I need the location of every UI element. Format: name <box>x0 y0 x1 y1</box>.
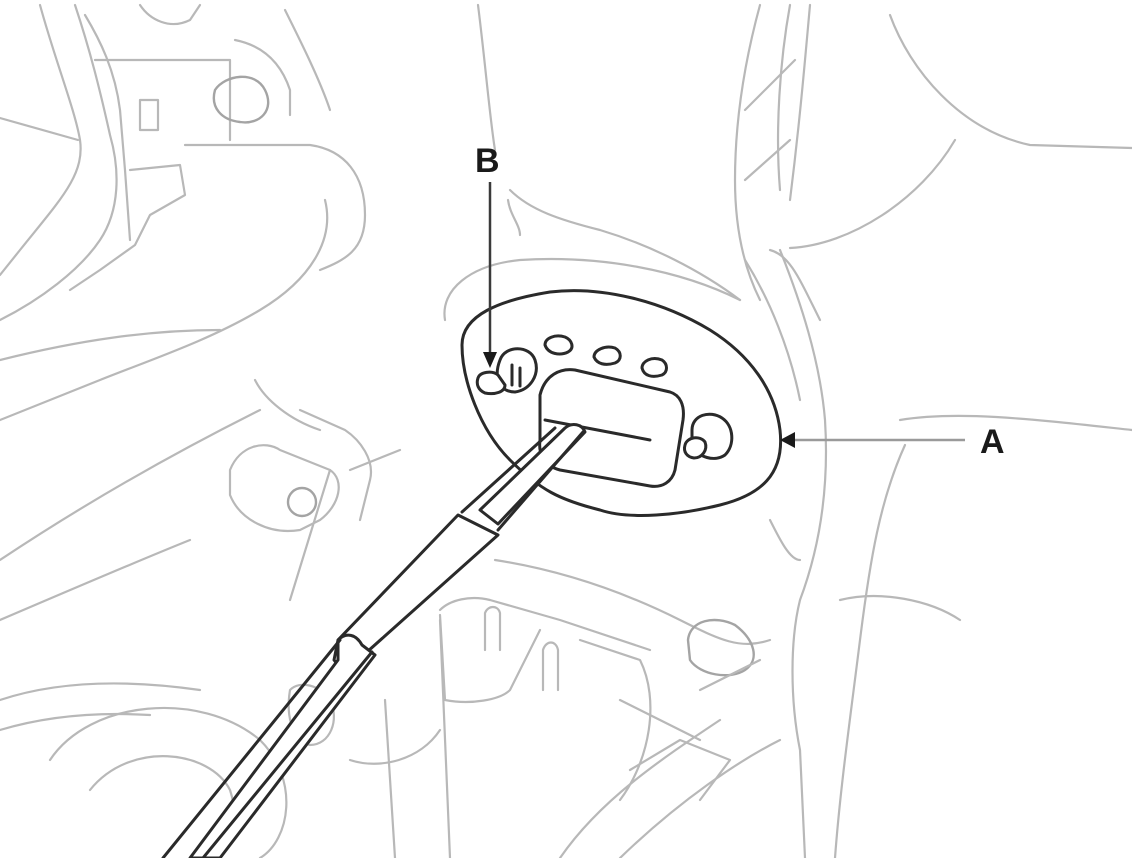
label-a: A <box>980 423 1005 461</box>
label-a-callout: A <box>780 423 1005 461</box>
label-b: B <box>475 142 500 180</box>
fasteners <box>475 334 734 460</box>
arrowhead-icon <box>483 352 497 368</box>
bolt-right <box>683 412 734 460</box>
arrowhead-icon <box>780 432 795 448</box>
connector-block <box>538 368 685 488</box>
tool-rod <box>161 423 587 858</box>
label-b-callout: B <box>475 142 500 368</box>
bolt-b <box>475 347 538 396</box>
background-structure <box>0 3 1132 858</box>
